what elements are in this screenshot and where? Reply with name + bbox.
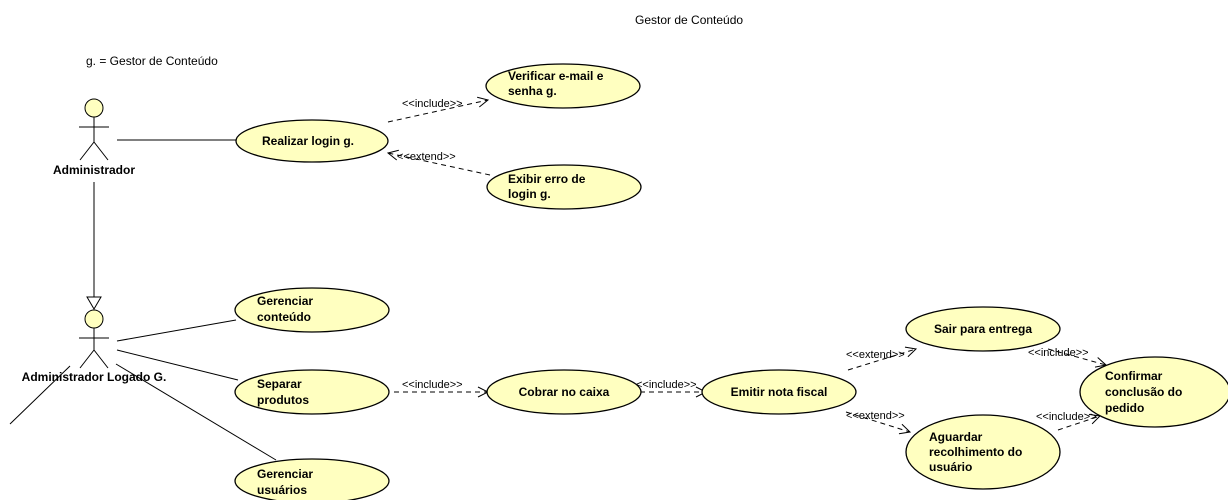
usecase-label: Emitir nota fiscal	[731, 385, 828, 399]
usecase-label-line-2: recolhimento do	[929, 445, 1022, 459]
usecase-label-line-1: Aguardar	[929, 430, 983, 444]
dependency-emitir-sair	[847, 349, 916, 371]
association-logado-gerenciar-usuarios	[115, 363, 277, 461]
stereotype-separar-cobrar: <<include>>	[402, 379, 463, 391]
association-logado-separar	[116, 349, 239, 381]
usecase-label-line-1: Confirmar	[1105, 369, 1163, 383]
usecase-realizar-login[interactable]: Realizar login g.	[235, 119, 389, 163]
actor-administrador-logado[interactable]: Administrador Logado G.	[22, 309, 167, 384]
usecase-label-line-2: senha g.	[508, 84, 557, 98]
usecase-cobrar-no-caixa[interactable]: Cobrar no caixa	[486, 369, 642, 415]
usecase-label-line-1: Exibir erro de	[508, 172, 586, 186]
actor-leg-left	[79, 141, 95, 161]
diagram-note: g. = Gestor de Conteúdo	[86, 54, 218, 68]
usecase-aguardar-recolhimento[interactable]: Aguardar recolhimento do usuário	[905, 414, 1061, 490]
usecase-label-line-1: Verificar e-mail e	[508, 69, 604, 83]
usecase-gerenciar-conteudo[interactable]: Gerenciar conteúdo	[234, 287, 390, 333]
usecase-label-line-2: conteúdo	[257, 310, 311, 324]
diagram-title: Gestor de Conteúdo	[635, 13, 743, 27]
usecase-exibir-erro-login[interactable]: Exibir erro de login g.	[486, 164, 642, 210]
usecase-label-line-3: pedido	[1105, 401, 1144, 415]
usecase-label: Cobrar no caixa	[519, 385, 610, 399]
usecase-label-line-1: Gerenciar	[257, 467, 313, 481]
stereotype-cobrar-emitir: <<include>>	[636, 379, 697, 391]
usecase-verificar-email-senha[interactable]: Verificar e-mail e senha g.	[485, 63, 641, 109]
usecase-confirmar-conclusao-pedido[interactable]: Confirmar conclusão do pedido	[1079, 356, 1228, 428]
dependency-login-verificar	[387, 100, 488, 123]
usecase-label-line-2: login g.	[508, 187, 551, 201]
actor-head	[84, 309, 104, 329]
actor-leg-right	[93, 141, 109, 161]
usecase-label: Realizar login g.	[262, 134, 354, 148]
actor-leg-right	[93, 349, 109, 369]
stereotype-exibir-login: <<extend>>	[397, 151, 456, 163]
usecase-label-line-2: usuários	[257, 483, 307, 497]
actor-administrador[interactable]: Administrador	[53, 98, 135, 177]
actor-label: Administrador Logado G.	[22, 370, 167, 384]
usecase-label-line-1: Separar	[257, 377, 302, 391]
actor-head	[84, 98, 104, 118]
generalization-arrowhead	[86, 296, 102, 310]
stereotype-aguardar-confirmar: <<include>>	[1036, 411, 1097, 423]
stereotype-emitir-aguardar: <<extend>>	[846, 410, 905, 422]
usecase-label-line-1: Gerenciar	[257, 294, 313, 308]
usecase-label-line-2: produtos	[257, 393, 309, 407]
usecase-label: Sair para entrega	[934, 322, 1032, 336]
usecase-label-line-2: conclusão do	[1105, 385, 1182, 399]
stereotype-sair-confirmar: <<include>>	[1028, 347, 1089, 359]
dependency-aguardar-confirmar	[1057, 416, 1100, 431]
association-logado-gerenciar-conteudo	[116, 319, 237, 342]
usecase-label-line-3: usuário	[929, 460, 972, 474]
actor-label: Administrador	[53, 163, 135, 177]
usecase-emitir-nota-fiscal[interactable]: Emitir nota fiscal	[701, 369, 857, 415]
stereotype-login-verificar: <<include>>	[402, 98, 463, 110]
actor-leg-left	[79, 349, 95, 369]
usecase-gerenciar-usuarios[interactable]: Gerenciar usuários	[234, 458, 390, 500]
stereotype-emitir-sair: <<extend>>	[846, 349, 905, 361]
usecase-separar-produtos[interactable]: Separar produtos	[234, 369, 390, 415]
dependency-sair-confirmar	[1047, 348, 1106, 365]
usecase-sair-para-entrega[interactable]: Sair para entrega	[905, 306, 1061, 352]
association-offscreen-left	[9, 365, 71, 425]
dependency-emitir-aguardar	[845, 411, 910, 432]
